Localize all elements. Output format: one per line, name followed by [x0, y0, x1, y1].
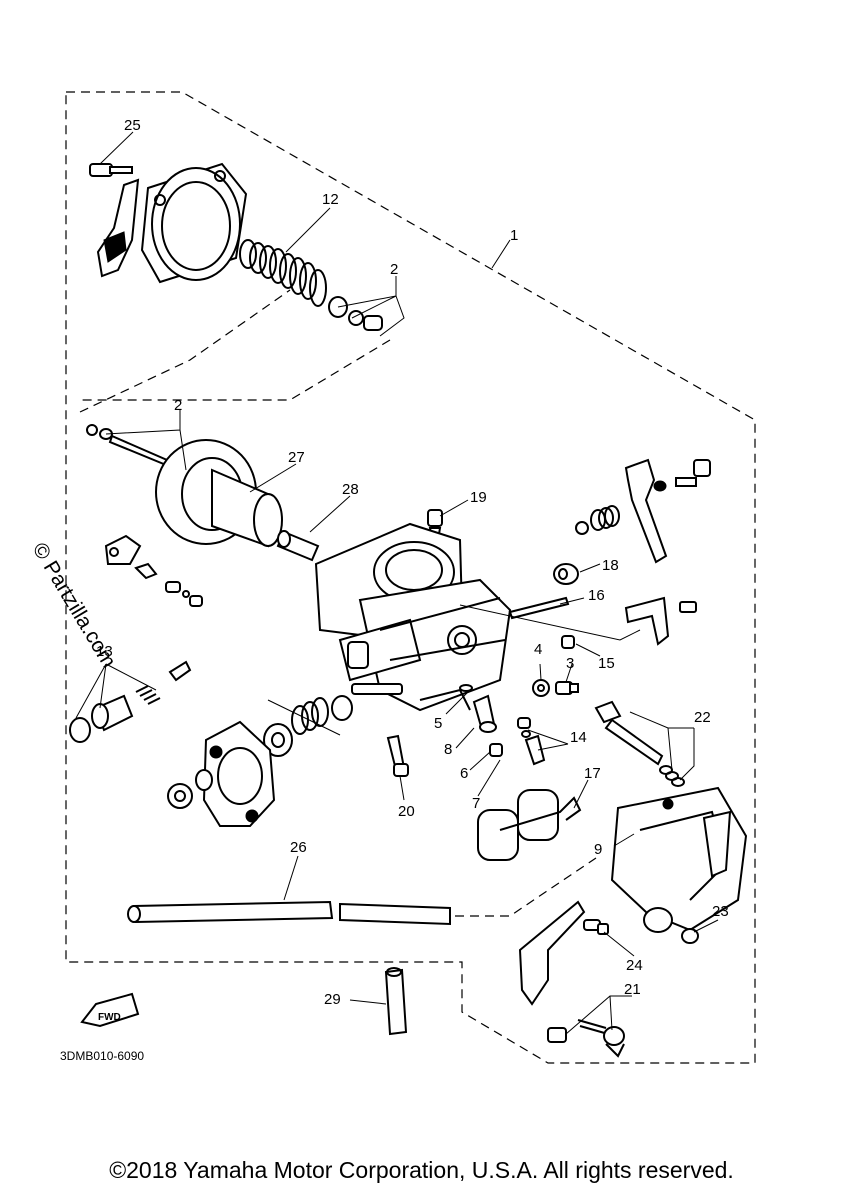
- part-17-float: [477, 789, 582, 861]
- callout-27: 27: [288, 449, 305, 466]
- callout-24: 24: [626, 957, 643, 974]
- callout-labels: 1 2 2 3 4 5 6 7 8 9 12 13 14 15 16 17 18…: [96, 117, 729, 1008]
- callout-2-needle: 2: [174, 397, 182, 414]
- copyright-notice: ©2018 Yamaha Motor Corporation, U.S.A. A…: [109, 1157, 734, 1183]
- pilot-screw-set: [134, 562, 203, 607]
- part-13-starter-plunger: [69, 660, 192, 743]
- throttle-lever: [624, 458, 711, 564]
- part-16-shaft: [508, 596, 570, 620]
- callout-4: 4: [534, 641, 542, 658]
- choke-plate: [104, 534, 142, 565]
- callout-20: 20: [398, 803, 415, 820]
- callout-28: 28: [342, 481, 359, 498]
- fwd-label: FWD: [98, 1012, 121, 1023]
- callout-26: 26: [290, 839, 307, 856]
- callout-14: 14: [570, 729, 587, 746]
- stop-bracket: [624, 596, 697, 646]
- part-2-needle-clip-top: [328, 296, 383, 331]
- diagram-code: 3DMB010-6090: [60, 1049, 144, 1063]
- part-3-screw: [555, 681, 579, 695]
- accelerator-spring-stack: [263, 695, 353, 757]
- throttle-spring: [575, 505, 620, 535]
- callout-22: 22: [694, 709, 711, 726]
- callout-15: 15: [598, 655, 615, 672]
- top-cover: [140, 162, 248, 284]
- part-8-needle-jet: [472, 694, 497, 733]
- callout-1: 1: [510, 227, 518, 244]
- callout-2-top: 2: [390, 261, 398, 278]
- carburetor-body: [314, 522, 512, 712]
- part-22-throttle-stop-screw: [594, 700, 685, 787]
- callout-19: 19: [470, 489, 487, 506]
- callout-5: 5: [434, 715, 442, 732]
- callout-16: 16: [588, 587, 605, 604]
- part-14-float-valve: [517, 717, 546, 766]
- part-24-screw: [583, 919, 609, 935]
- callout-29: 29: [324, 991, 341, 1008]
- callout-25: 25: [124, 117, 141, 134]
- part-4-washer: [532, 679, 550, 697]
- callout-18: 18: [602, 557, 619, 574]
- part-29-drain-tube: [384, 967, 408, 1036]
- callout-8: 8: [444, 741, 452, 758]
- part-27-piston-diaphragm: [155, 439, 283, 548]
- part-20-pilot-jet: [386, 734, 409, 777]
- part-21-bracket-screws: [518, 900, 625, 1058]
- part-5-oring: [459, 684, 473, 692]
- callout-6: 6: [460, 765, 468, 782]
- part-18-collar: [553, 563, 579, 585]
- part-9-float-chamber: [610, 786, 748, 933]
- part-28-pin: [276, 530, 320, 562]
- part-6-main-jet: [489, 743, 503, 757]
- float-bowl-cover: [167, 720, 276, 827]
- callout-7: 7: [472, 795, 480, 812]
- callout-3: 3: [566, 655, 574, 672]
- callout-12: 12: [322, 191, 339, 208]
- callout-9: 9: [594, 841, 602, 858]
- part-25-screw-lever: [89, 163, 140, 278]
- part-26-fuel-hose: [127, 857, 597, 926]
- assembly-boundary: [65, 91, 756, 1064]
- part-12-spring: [239, 239, 327, 307]
- callout-17: 17: [584, 765, 601, 782]
- leader-lines: [75, 131, 719, 1035]
- callout-13: 13: [96, 643, 113, 660]
- callout-23: 23: [712, 903, 729, 920]
- callout-21: 21: [624, 981, 641, 998]
- fwd-arrow-icon: FWD: [80, 992, 140, 1028]
- part-15-screw: [561, 635, 575, 649]
- part-23-screw: [681, 928, 699, 944]
